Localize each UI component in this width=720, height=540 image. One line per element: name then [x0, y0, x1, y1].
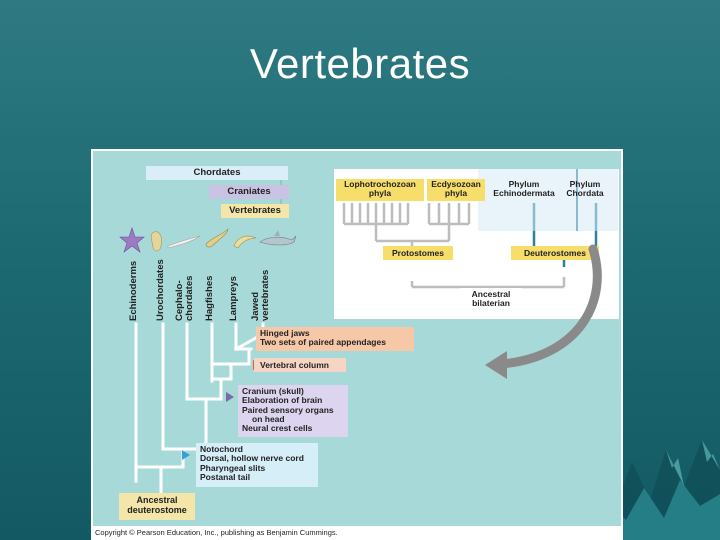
cranium-marker [226, 392, 234, 402]
inset-group-3-line1: Phylum [569, 179, 601, 189]
ancestral-bilaterian-box: Ancestral bilaterian [460, 288, 522, 314]
inset-group-lophotrochozoan: Lophotrochozoan phyla [336, 179, 424, 201]
cranium-line2: Elaboration of brain [242, 395, 323, 406]
cranium-line1: Cranium (skull) [242, 386, 304, 396]
notochord-line1: Notochord [200, 444, 243, 454]
craniates-band: Craniates [209, 185, 289, 199]
zoom-arrow [485, 244, 602, 379]
shark-icon [259, 230, 296, 246]
figure-caption: Copyright © Pearson Education, Inc., pub… [95, 528, 338, 537]
inset-group-2-line1: Phylum [508, 179, 540, 189]
inset-group-chordata: Phylum Chordata [561, 179, 609, 201]
craniates-label: Craniates [227, 186, 271, 197]
chordates-band: Chordates [146, 166, 288, 180]
arrow-head-icon [485, 351, 507, 379]
sea-star-icon [119, 227, 145, 253]
inset-tree [342, 169, 618, 289]
jaws-line1: Hinged jaws [260, 328, 310, 338]
chordates-label: Chordates [193, 167, 241, 178]
slide-title: Vertebrates [249, 40, 471, 87]
tunicate-icon [150, 231, 162, 252]
notochord-line4: Postanal tail [200, 472, 251, 483]
inset-group-2-line2: Echinodermata [493, 188, 555, 199]
jaws-line2: Two sets of paired appendages [260, 337, 386, 348]
vertebral-box: Vertebral column [254, 358, 346, 372]
lamprey-icon [233, 235, 257, 249]
inset-group-0-line1: Lophotrochozoan [344, 179, 416, 189]
cranium-line5: Neural crest cells [242, 423, 313, 434]
vertebrates-band: Vertebrates [221, 204, 289, 218]
cranium-box: Cranium (skull) Elaboration of brain Pai… [238, 385, 348, 437]
notochord-line3: Pharyngeal slits [200, 462, 266, 473]
cranium-line4: on head [252, 414, 285, 425]
cranium-line3: Paired sensory organs [242, 404, 334, 415]
lancelet-icon [167, 235, 201, 249]
notochord-marker [182, 450, 190, 460]
phylogeny-figure: Chordates Craniates Vertebrates Echinode… [91, 149, 623, 540]
vertebrates-label: Vertebrates [229, 205, 281, 216]
organism-icons [119, 227, 296, 253]
root-line1: Ancestral [136, 495, 178, 505]
inset-group-ecdysozoan: Ecdysozoan phyla [427, 179, 485, 201]
notochord-line2: Dorsal, hollow nerve cord [200, 453, 304, 464]
notochord-box: Notochord Dorsal, hollow nerve cord Phar… [196, 443, 318, 487]
ancestral-deuterostome-box: Ancestral deuterostome [119, 493, 195, 520]
root-line2: deuterostome [127, 504, 187, 515]
inset-group-1-line1: Ecdysozoan [431, 179, 481, 189]
inset-group-3-line2: Chordata [566, 188, 604, 199]
inset-group-0-line2: phyla [368, 188, 392, 199]
hagfish-icon [205, 228, 229, 248]
jaws-box: Hinged jaws Two sets of paired appendage… [256, 327, 414, 351]
deuterostomes-label: Deuterostomes [511, 246, 599, 260]
ancestor-line2: bilaterian [472, 298, 510, 309]
inset-group-1-line2: phyla [444, 188, 468, 199]
ancestor-line1: Ancestral [471, 289, 511, 299]
protostomes-label: Protostomes [383, 246, 453, 260]
inset-group-echinodermata: Phylum Echinodermata [489, 179, 559, 201]
vertebral-line1: Vertebral column [260, 360, 329, 370]
